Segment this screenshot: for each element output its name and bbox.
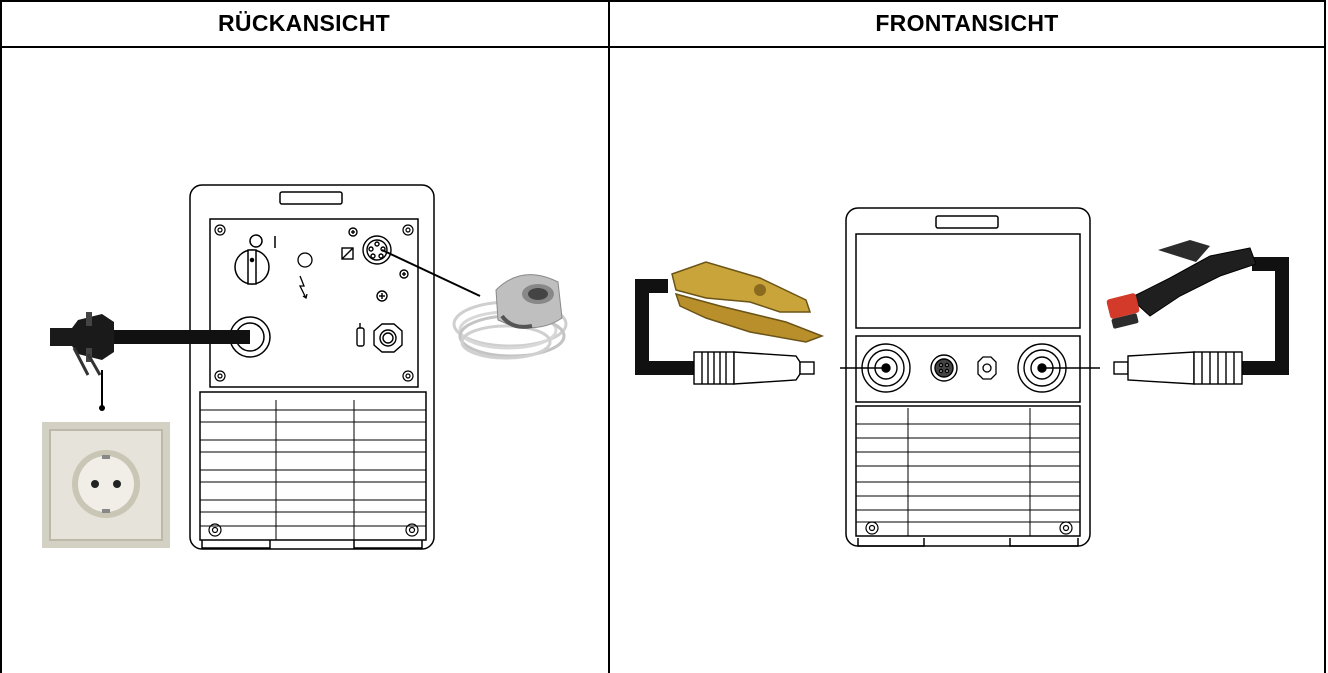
fuse-indicator-icon (298, 253, 312, 298)
earth-clamp-icon (672, 262, 822, 342)
rear-view-title: RÜCKANSICHT (0, 0, 608, 46)
front-grille (856, 408, 1080, 536)
power-switch-icon (235, 235, 275, 284)
control-socket-icon (931, 355, 957, 381)
holder-cable (1242, 264, 1282, 368)
front-view-drawing (610, 50, 1324, 673)
foot-pedal-icon (454, 275, 566, 358)
panel-screws (209, 225, 418, 536)
rear-view-drawing (2, 50, 608, 673)
electrode-holder-icon (1106, 240, 1256, 329)
mains-plug-icon (50, 312, 114, 375)
pedal-connector-line (382, 250, 480, 296)
front-view-title: FRONTANSICHT (610, 0, 1324, 46)
gas-outlet-icon (978, 357, 996, 379)
rear-grille (200, 400, 426, 540)
machine-front-body (846, 208, 1090, 546)
holder-plug-icon (1114, 352, 1242, 384)
plug-connector-dot (99, 405, 105, 411)
gas-inlet-icon (357, 323, 402, 352)
front-view-panel (610, 50, 1324, 673)
wall-socket-icon (42, 422, 170, 548)
front-screws (866, 522, 1072, 534)
mains-cable (108, 330, 250, 344)
earth-plug-icon (694, 352, 814, 384)
rear-view-panel (2, 50, 608, 673)
remote-socket-icon (342, 228, 408, 301)
machine-rear-body (190, 185, 434, 549)
